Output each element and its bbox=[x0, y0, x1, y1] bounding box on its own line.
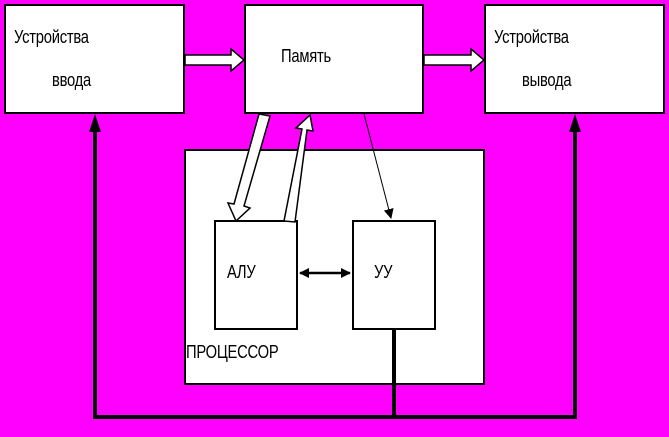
control-unit-block bbox=[352, 220, 436, 330]
control-unit-label: УУ bbox=[374, 262, 393, 282]
output-devices-label-line1: Устройства bbox=[494, 27, 569, 47]
control-bus-line bbox=[93, 128, 396, 419]
arrow-memory-to-alu bbox=[226, 113, 271, 223]
output-devices-label-line2: вывода bbox=[522, 70, 572, 90]
alu-block bbox=[214, 220, 298, 330]
input-devices-label-line2: ввода bbox=[52, 70, 92, 90]
arrow-memory-to-control-unit bbox=[363, 113, 394, 219]
control-bus-line-right bbox=[394, 128, 577, 419]
processor-label: ПРОЦЕССОР bbox=[186, 342, 279, 362]
arrow-input-to-memory bbox=[184, 47, 246, 73]
alu-label: АЛУ bbox=[227, 262, 256, 282]
arrow-alu-to-memory bbox=[283, 113, 314, 223]
memory-block bbox=[244, 4, 424, 114]
arrow-head-to-input bbox=[89, 114, 101, 132]
output-devices-block bbox=[484, 4, 665, 114]
input-devices-block bbox=[4, 4, 185, 114]
input-devices-label-line1: Устройства bbox=[14, 27, 89, 47]
memory-label: Память bbox=[281, 46, 331, 66]
arrow-memory-to-output bbox=[423, 47, 486, 73]
arrow-head-to-output bbox=[569, 114, 581, 132]
